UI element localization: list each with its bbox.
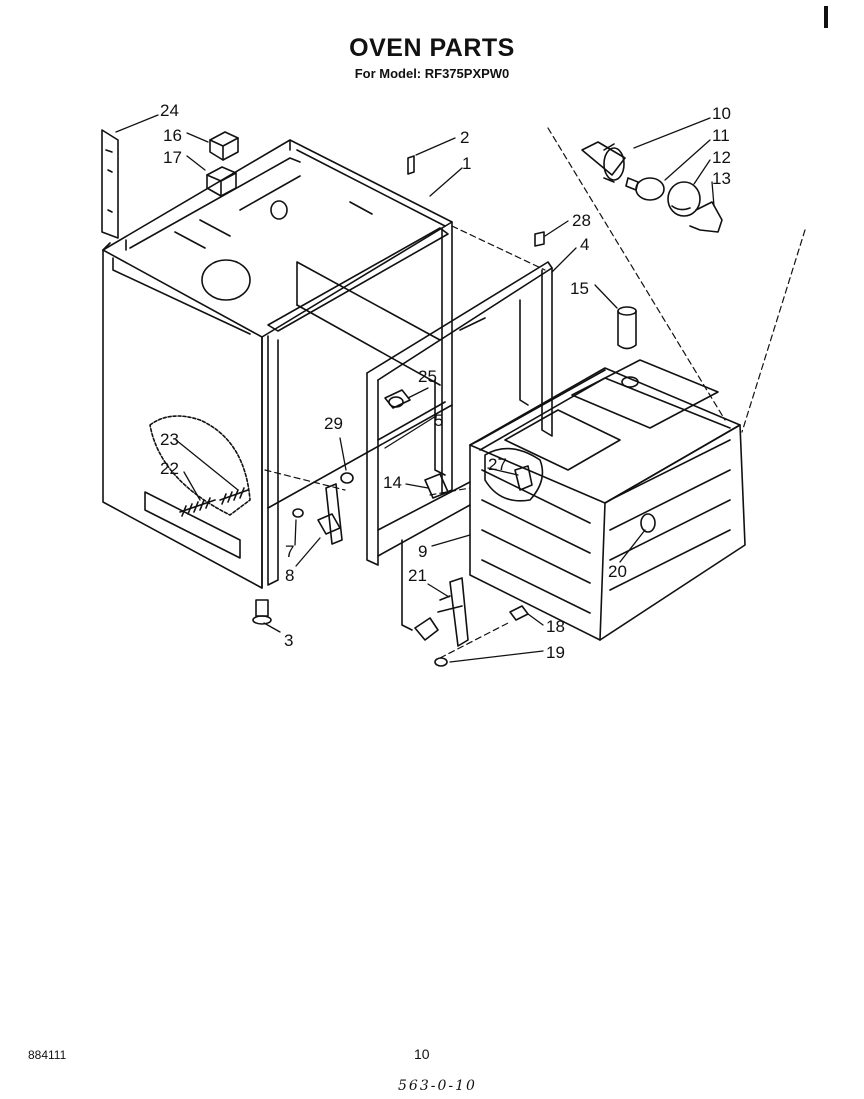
handwritten-note: 563-0-10: [398, 1078, 477, 1094]
callout-4: 4: [580, 235, 589, 254]
clip-part-18: [206, 166, 237, 197]
callout-22: 22: [160, 459, 179, 478]
callout-5: 5: [434, 411, 443, 430]
spring-part-23: [219, 487, 249, 505]
leader-lines: [115, 114, 715, 663]
oven-cabinet: [102, 139, 453, 589]
callout-21: 19: [546, 643, 565, 662]
callout-9: 9: [418, 542, 427, 561]
callout-3: 3: [284, 631, 293, 650]
clip-part-17: [209, 131, 239, 161]
callout-8: 8: [285, 566, 294, 585]
screw-part-2: [407, 155, 415, 175]
callout-16: 15: [570, 279, 589, 298]
light-bulb-part-11: [625, 177, 665, 201]
assembly-lines: [264, 127, 806, 659]
callout-29: 29: [324, 414, 343, 433]
hinge-part-19: [401, 539, 469, 647]
front-frame-part-4: [366, 261, 553, 566]
callout-11: 11: [712, 126, 730, 145]
callout-25: 25: [418, 367, 437, 386]
light-socket-part-10: [581, 141, 626, 183]
spring-part-22: [179, 497, 216, 517]
light-lens-part-12: [667, 181, 701, 217]
callout-24: 24: [160, 101, 179, 120]
callout-2: 2: [460, 128, 469, 147]
callout-17: 16: [163, 126, 182, 145]
callout-7: 7: [285, 542, 294, 561]
oven-liner-part-9: [469, 359, 746, 641]
callout-14: 20: [608, 562, 627, 581]
page-number: 10: [414, 1046, 430, 1062]
callout-12: 12: [712, 148, 731, 167]
callout-labels: 24 16 17 2 1 28 4 15 10 11 12 13 25 5 29…: [160, 101, 731, 662]
callout-1: 1: [462, 154, 471, 173]
corner-mark: [824, 6, 828, 28]
footer-code: 884111: [28, 1048, 67, 1062]
model-subtitle: For Model: RF375PXPW0: [354, 66, 510, 81]
callout-15: 14: [383, 473, 402, 492]
vent-tube-part-16: [617, 306, 639, 388]
switch-part-25: [384, 389, 411, 409]
lens-clip-part-13: [689, 201, 723, 233]
screw-part-20: [509, 605, 529, 621]
bracket-part-8: [317, 483, 343, 545]
callout-10: 10: [712, 104, 731, 123]
callout-13: 13: [712, 169, 731, 188]
plug-part-28: [534, 231, 545, 247]
callout-18: 17: [163, 148, 182, 167]
callout-28: 28: [572, 211, 591, 230]
bracket-part-15: [424, 473, 449, 499]
callout-20: 18: [546, 617, 565, 636]
callout-27: 27: [488, 455, 507, 474]
page-title: OVEN PARTS: [349, 34, 515, 62]
washer-part-7: [292, 508, 304, 518]
leveling-leg-part-3: [252, 599, 272, 625]
callout-19: 21: [408, 566, 427, 585]
grommet-part-29: [340, 472, 354, 484]
callout-23: 23: [160, 430, 179, 449]
nut-part-21: [434, 657, 448, 667]
gasket-part-27: [484, 447, 544, 502]
bracket-part-24: [101, 129, 119, 239]
